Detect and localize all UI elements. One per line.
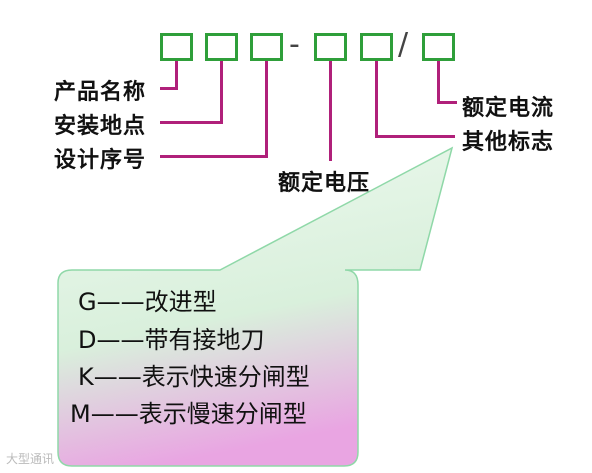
connector-6-horizontal <box>437 101 457 104</box>
code-slash: / <box>398 27 409 62</box>
code-box-2 <box>205 33 238 61</box>
label-other-marks: 其他标志 <box>462 130 555 155</box>
code-box-4 <box>314 33 347 61</box>
code-dash: - <box>289 27 300 62</box>
connector-2-horizontal <box>160 121 223 124</box>
callout-code: G <box>78 288 97 316</box>
callout-desc: 带有接地刀 <box>144 326 265 354</box>
connector-4-vertical <box>329 61 332 161</box>
label-design-number: 设计序号 <box>54 148 147 173</box>
connector-6-vertical <box>437 61 440 104</box>
callout-bubble <box>57 146 454 467</box>
callout-dash: —— <box>96 288 145 316</box>
label-install-location: 安装地点 <box>54 114 147 139</box>
label-product-name: 产品名称 <box>54 80 147 105</box>
watermark: 大型通讯 <box>6 452 55 466</box>
connector-1-vertical <box>175 61 178 89</box>
callout-code: D <box>78 326 97 354</box>
callout-code: M <box>70 400 91 428</box>
callout-desc: 表示快速分闸型 <box>141 363 310 391</box>
code-box-1 <box>160 33 193 61</box>
connector-5-horizontal <box>375 135 455 138</box>
connector-3-horizontal <box>160 155 268 158</box>
callout-dash: —— <box>90 400 139 428</box>
label-rated-current: 额定电流 <box>462 96 555 121</box>
connector-3-vertical <box>265 61 268 158</box>
callout-code: K <box>78 363 94 391</box>
callout-dash: —— <box>96 326 145 354</box>
callout-desc: 表示慢速分闸型 <box>138 400 307 428</box>
connector-2-vertical <box>220 61 223 123</box>
label-rated-voltage: 额定电压 <box>278 171 371 196</box>
connector-5-vertical <box>375 61 378 138</box>
callout-item-m: M——表示慢速分闸型 <box>70 394 307 429</box>
callout-desc: 改进型 <box>144 288 217 316</box>
code-box-3 <box>250 33 283 61</box>
callout-dash: —— <box>93 363 142 391</box>
connector-1-horizontal <box>160 87 178 90</box>
code-box-6 <box>422 33 455 61</box>
callout-item-k: K——表示快速分闸型 <box>78 357 310 392</box>
code-box-5 <box>360 33 393 61</box>
callout-item-g: G——改进型 <box>78 282 217 317</box>
callout-item-d: D——带有接地刀 <box>78 320 264 355</box>
